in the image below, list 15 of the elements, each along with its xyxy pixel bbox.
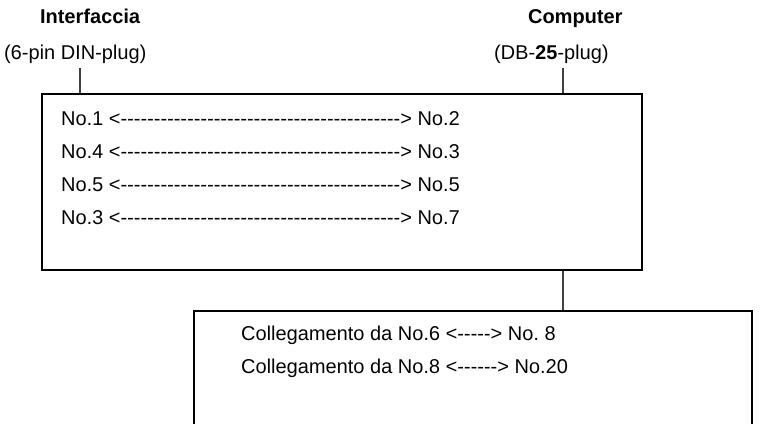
pin-mapping: No.3 <------------------------------------------> No.7 bbox=[61, 206, 460, 231]
connector-line bbox=[562, 271, 564, 310]
connector-line bbox=[562, 68, 564, 93]
pin-mapping: Collegamento da No.6 <-----> No. 8 bbox=[241, 322, 556, 347]
connector-line bbox=[79, 68, 81, 93]
wiring-box bbox=[193, 310, 753, 424]
wiring-box bbox=[41, 93, 643, 271]
heading: Computer bbox=[528, 6, 622, 29]
pin-mapping: No.1 <------------------------------------------> No.2 bbox=[61, 107, 460, 132]
pin-mapping: Collegamento da No.8 <------> No.20 bbox=[241, 355, 568, 380]
heading: Interfaccia bbox=[40, 6, 140, 29]
pin-mapping: No.5 <------------------------------------------> No.5 bbox=[61, 173, 460, 198]
pin-mapping: No.4 <------------------------------------------> No.3 bbox=[61, 140, 460, 165]
plug-type: (6-pin DIN-plug) bbox=[4, 42, 146, 65]
plug-type: (DB-25-plug) bbox=[494, 42, 608, 65]
